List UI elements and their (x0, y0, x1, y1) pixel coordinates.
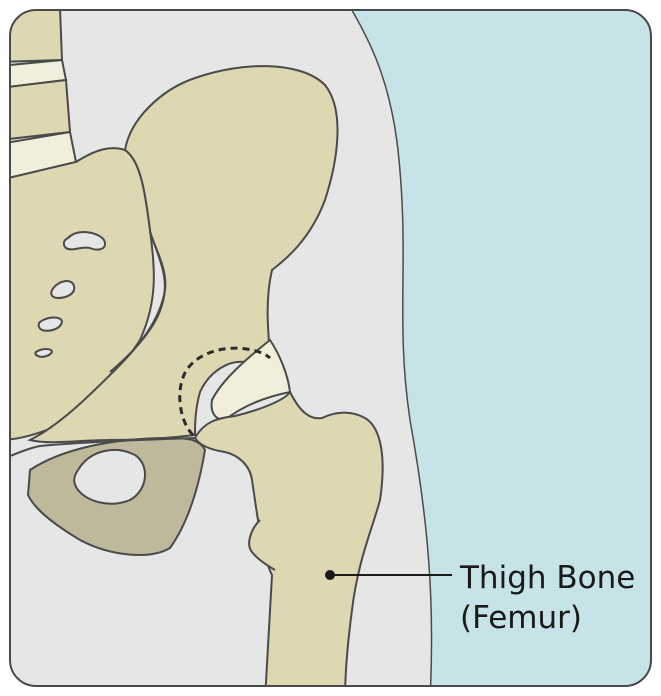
femur-label-line-1: Thigh Bone (459, 560, 635, 596)
femur-label-line-2: (Femur) (460, 600, 582, 636)
sacral-foramen-4 (35, 349, 52, 357)
